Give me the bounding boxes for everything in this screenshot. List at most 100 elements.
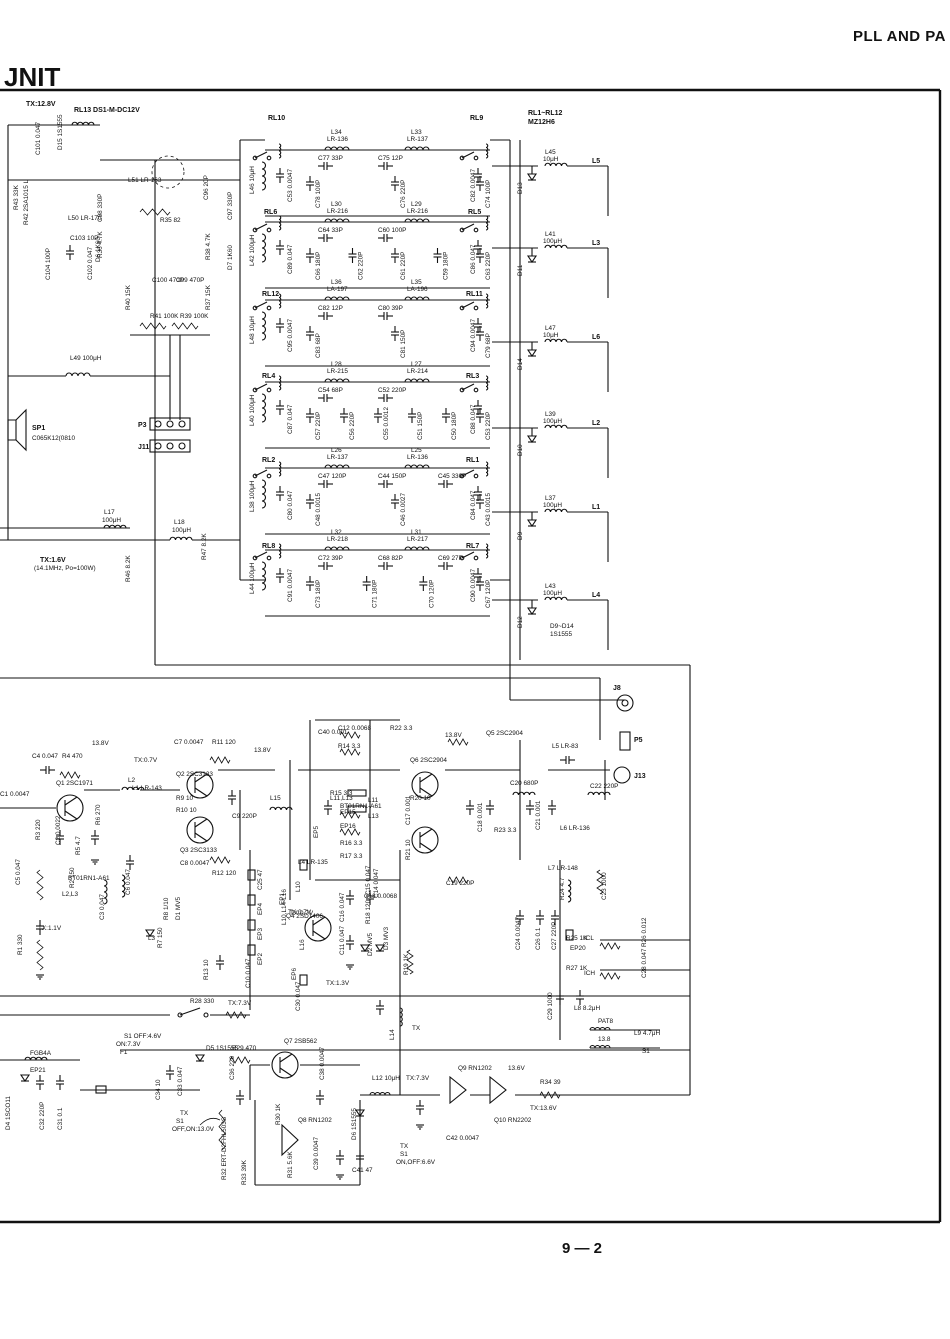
coil-label: L32 [331,529,342,536]
relay-pin [266,155,272,161]
capacitor-c32 [36,1075,44,1090]
component-label: C5 0.047 [15,859,22,885]
component-label: F1 [120,1049,128,1056]
output-coil [544,244,568,249]
lpf-output-capacitor [474,568,482,583]
component-label: C19 220P [446,880,474,887]
coil-label: 100μH [543,590,562,597]
component-label: C22 220P [590,783,618,790]
component-label: R27 1K [566,965,588,972]
component-label: C101 0.047 [35,122,42,155]
capacitor-label: C57 220P [315,412,322,440]
lpf-input-coil [261,161,267,191]
relay-label: RL6 [264,209,277,216]
shunt-capacitor [306,576,314,591]
resistor-label: R47 8.2K [201,533,208,560]
resistor-label: R46 8.2K [125,555,132,582]
series-capacitor [378,562,393,570]
ground [336,1174,344,1180]
capacitor-c2 [56,830,64,845]
relay-label: RL4 [262,373,275,380]
diode-triangle [19,1074,31,1082]
shunt-capacitor [476,408,484,423]
relay-left [252,215,282,233]
component-label: L5 LR-83 [552,743,579,750]
relay-coil [485,143,489,159]
coil-label: LA-197 [327,286,348,293]
component-label: R39 100K [180,313,209,320]
component-label: Q6 2SC2904 [410,757,447,764]
transistor-collector [419,773,433,783]
coil-label: L17 [104,509,115,516]
relay-pin [266,555,272,561]
unit-title: JNIT [4,62,61,92]
component-label: R14 3.3 [338,743,361,750]
component-label: R33 39K [241,1159,248,1185]
capacitor-label: C63 220P [485,252,492,280]
relay-arm [254,301,268,309]
line-label: L1 [592,504,600,511]
component-label: R23 3.3 [494,827,517,834]
transistor-body [304,914,332,942]
connector-label: J11 [138,444,149,451]
connector-j8-center [621,699,629,707]
component-label: R35 82 [160,217,181,224]
coil-label: 100μH [102,517,121,524]
resistor-r41 [139,322,167,330]
coil-label: L44 100μH [249,562,256,594]
transistor-q6 [411,826,439,854]
relay-right [459,375,489,393]
component-label: R20 10 [410,795,431,802]
resistor-r23 [447,876,469,884]
component-label: TX:7.3V [406,1075,430,1082]
component-label: C99 470P [176,277,204,284]
shunt-capacitor [306,176,314,191]
voltage-label: TX:12.8V [26,101,56,108]
coil-label: LR-215 [327,368,348,375]
component-label: R34 39 [540,1079,561,1086]
component-label: R29 470 [232,1045,257,1052]
lpf-input-capacitor [276,568,284,583]
thermistor-r32 [218,1109,226,1151]
coil-label: L25 [411,447,422,454]
coil-l49 [65,372,91,377]
capacitor-label: C44 150P [378,473,406,480]
speaker-label: SP1 [32,425,45,432]
coil-label: 100μH [543,238,562,245]
series-capacitor [378,480,393,488]
relay-group-label: RL1~RL12 [528,110,563,117]
capacitor-label: C79 68P [485,333,492,358]
capacitor-label: C71 180P [372,580,379,608]
component-label: C96 20P [203,175,210,200]
diode-d2 [359,944,371,952]
resistor-r1 [36,869,44,901]
transistor-collector [279,1053,293,1063]
coil-label: L33 [411,129,422,136]
capacitor-c20 [526,800,534,815]
diode-d3 [374,944,386,952]
resistor-r16 [339,811,361,819]
component-label: EP1 [279,892,286,905]
component-label: R31 5.6K [287,1151,294,1178]
coil-label: LR-216 [327,208,348,215]
component-label: L2,L3 [62,891,78,898]
coil-label: L45 [545,149,556,156]
relay-right [459,293,489,311]
capacitor-c15 [346,935,354,950]
connector-pin [154,420,162,428]
thermistor-arrow [199,1117,221,1126]
component-label: 13.8V [254,747,271,754]
lpf-input-capacitor [276,168,284,183]
component-label: L51 LR-163 [128,177,162,184]
component-label: C97 330P [227,192,234,220]
component-label: 13.8 [598,1036,611,1043]
capacitor-c42 [416,1100,424,1115]
coil-label: L30 [331,201,342,208]
component-label: S1 [400,1151,408,1158]
capacitor-c5 [91,830,99,845]
capacitor-label: C87 0.047 [287,404,294,434]
buffer-q9 [449,1075,467,1105]
